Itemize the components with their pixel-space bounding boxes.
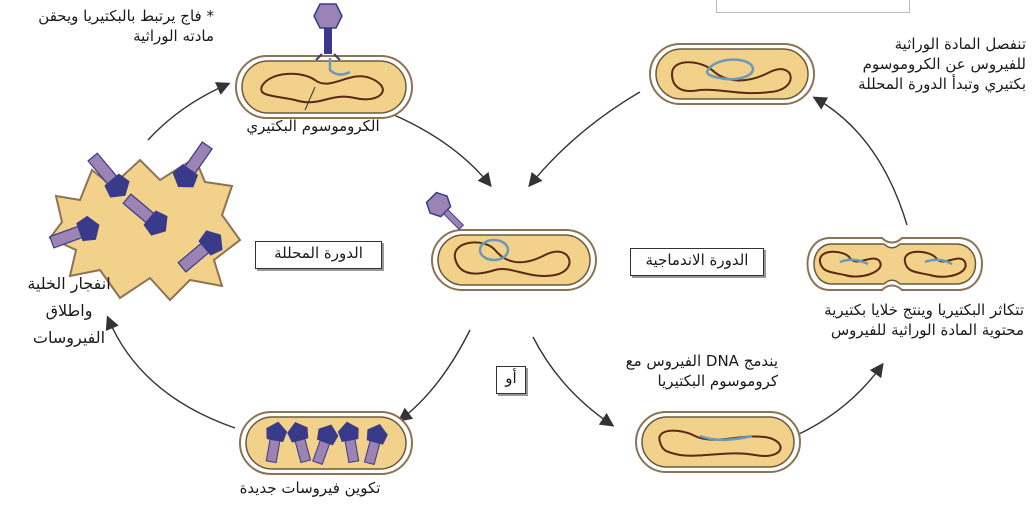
label-burst-line2: واطلاق bbox=[45, 301, 93, 320]
arrow-newvirus-to-burst bbox=[105, 315, 236, 429]
label-lytic-cycle: الدورة المحللة bbox=[255, 241, 382, 269]
cell-integrated bbox=[635, 411, 801, 473]
label-detach-line2: للفيروس عن الكروموسوم bbox=[862, 55, 1026, 73]
arrow-burst-to-infect bbox=[147, 82, 231, 141]
arrow-center-to-newvirus bbox=[397, 329, 471, 422]
phage-center bbox=[425, 191, 465, 231]
label-multiply: تتكاثر البكتيريا وينتج خلايا بكتيرية محت… bbox=[780, 300, 1024, 340]
phage bbox=[313, 3, 343, 61]
arrow-multiply-to-detach bbox=[812, 96, 908, 226]
cycle-arrows bbox=[105, 82, 908, 436]
label-burst-line3: الفيروسات bbox=[32, 328, 106, 347]
cell-center bbox=[425, 191, 597, 291]
label-integrate: يندمج DNA الفيروس مع كروموسوم البكتيريا bbox=[580, 351, 778, 391]
bacterial-chromosome bbox=[260, 72, 384, 104]
integrated-viral-dna bbox=[699, 434, 753, 441]
label-integrate-line2: كروموسوم البكتيريا bbox=[657, 372, 778, 390]
label-multiply-line2: محتوية المادة الوراثية للفيروس bbox=[830, 321, 1024, 339]
cell-detach bbox=[649, 43, 815, 105]
cell-burst bbox=[48, 141, 242, 302]
cell-new-viruses bbox=[239, 411, 413, 475]
arrow-center-to-integrate bbox=[532, 336, 615, 427]
viral-dna-circle bbox=[478, 238, 510, 262]
label-integrate-line1: يندمج DNA الفيروس مع bbox=[625, 352, 778, 370]
label-attach: * فاج يرتبط بالبكتيريا ويحقن مادته الورا… bbox=[38, 6, 214, 46]
label-burst: انفجار الخلية واطلاق الفيروسات bbox=[8, 270, 130, 351]
cell-infection bbox=[235, 3, 413, 119]
viral-dna-loop bbox=[705, 58, 755, 81]
label-burst-line1: انفجار الخلية bbox=[27, 274, 111, 293]
label-detach-line1: تنفصل المادة الوراثية bbox=[894, 35, 1026, 53]
label-attach-line1: * فاج يرتبط بالبكتيريا ويحقن bbox=[38, 7, 214, 25]
label-detach: تنفصل المادة الوراثية للفيروس عن الكرومو… bbox=[790, 34, 1026, 94]
label-attach-line2: مادته الوراثية bbox=[133, 27, 214, 45]
label-multiply-line1: تتكاثر البكتيريا وينتج خلايا بكتيرية bbox=[824, 301, 1024, 319]
cell-dividing bbox=[806, 237, 983, 291]
arrow-detach-to-center bbox=[528, 91, 641, 188]
label-chromosome: الكروموسوم البكتيري bbox=[246, 117, 380, 135]
top-frame bbox=[716, 0, 910, 13]
arrow-integrate-to-multiply bbox=[796, 362, 884, 436]
label-lysogenic-cycle: الدورة الاندماجية bbox=[630, 248, 764, 276]
label-or: أو bbox=[496, 366, 526, 394]
label-new-viruses: تكوين فيروسات جديدة bbox=[239, 479, 381, 497]
label-detach-line3: بكتيري وتبدأ الدورة المحللة bbox=[858, 75, 1026, 93]
viral-dna-injected bbox=[328, 58, 351, 76]
